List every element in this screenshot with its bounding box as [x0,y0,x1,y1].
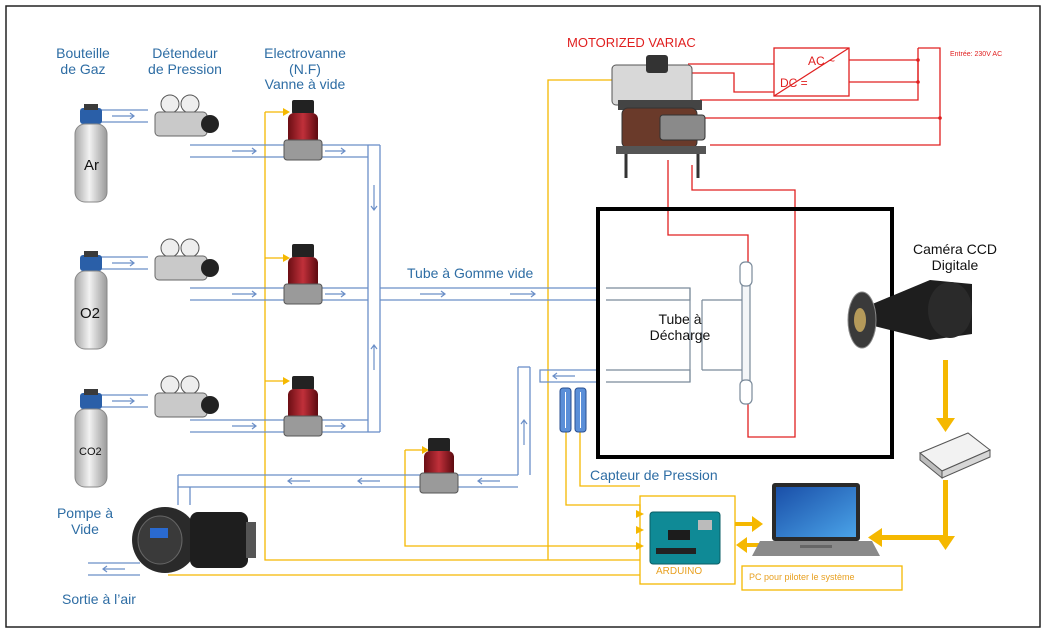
gas-o2-label: O2 [80,305,101,322]
solenoid-valve-label: Electrovanne (N.F) Vanne à vide [250,45,360,93]
solenoid-valve-1 [283,100,323,161]
flow-arrows [102,112,575,573]
rubber-tube-label: Tube à Gomme vide [407,265,534,281]
discharge-tube-label-line2: Décharge [649,326,711,343]
regulator-label: Détendeur de Pression [140,45,230,77]
air-exit-label: Sortie à l’air [62,591,136,607]
thick-signal-arrows [735,360,955,553]
red-wires [667,47,941,438]
pressure-regulator-3 [154,375,219,418]
discharge-tube-label-line1: Tube à [658,311,702,327]
gas-bottle-o2 [74,251,108,350]
gas-bottle-label-line1: Bouteille [56,45,110,61]
ac-input-label: Entrée: 230V AC [950,51,1003,58]
gas-tubes [88,109,600,576]
solenoid-valve-label-line3: Vanne à vide [264,76,346,93]
gas-ar-label: Ar [84,157,99,174]
gas-bottle-label: Bouteille de Gaz [50,45,116,77]
gas-bottle-ar [74,104,108,203]
vacuum-pump-label: Pompe à Vide [52,505,118,537]
arduino-label: ARDUINO [656,566,703,577]
pressure-sensors [559,387,587,433]
laptop [752,483,880,556]
solenoid-valve-2 [283,244,323,305]
regulator-label-line2: de Pression [148,60,222,77]
signal-lines [168,79,903,591]
vacuum-pump [132,507,256,573]
dc-label: DC = [780,76,808,90]
discharge-tube-label: Tube à Décharge [630,311,730,343]
capture-box [919,432,991,480]
solenoid-valve-pump [419,438,459,494]
gas-bottle-co2 [74,389,108,488]
vacuum-pump-label-line1: Pompe à [56,505,114,521]
outer-frame [5,5,1041,628]
motorized-variac [611,55,706,178]
arduino-board [649,511,721,565]
vacuum-pump-label-line2: Vide [71,520,99,537]
ccd-camera [847,280,972,349]
gas-bottle-label-line2: de Gaz [60,60,106,77]
ccd-camera-label: Caméra CCD Digitale [900,241,1010,273]
pc-label: PC pour piloter le système [749,572,855,582]
ccd-camera-label-line2: Digitale [931,256,979,273]
variac-label: MOTORIZED VARIAC [567,35,696,50]
ac-label: AC ~ [808,54,836,68]
solenoid-valve-label-line1: Electrovanne [264,45,346,61]
regulator-label-line1: Détendeur [152,45,218,61]
discharge-chamber-box [596,207,894,459]
solenoid-valve-label-line2: (N.F) [289,60,321,77]
discharge-tube [606,261,753,405]
solenoid-valve-3 [283,376,323,437]
gas-co2-label: CO2 [79,446,102,458]
variac-wire-dots [916,58,942,120]
pressure-regulator-1 [154,94,219,137]
pressure-sensor-label: Capteur de Pression [590,467,718,483]
ccd-camera-label-line1: Caméra CCD [912,241,997,257]
pressure-regulator-2 [154,238,219,281]
